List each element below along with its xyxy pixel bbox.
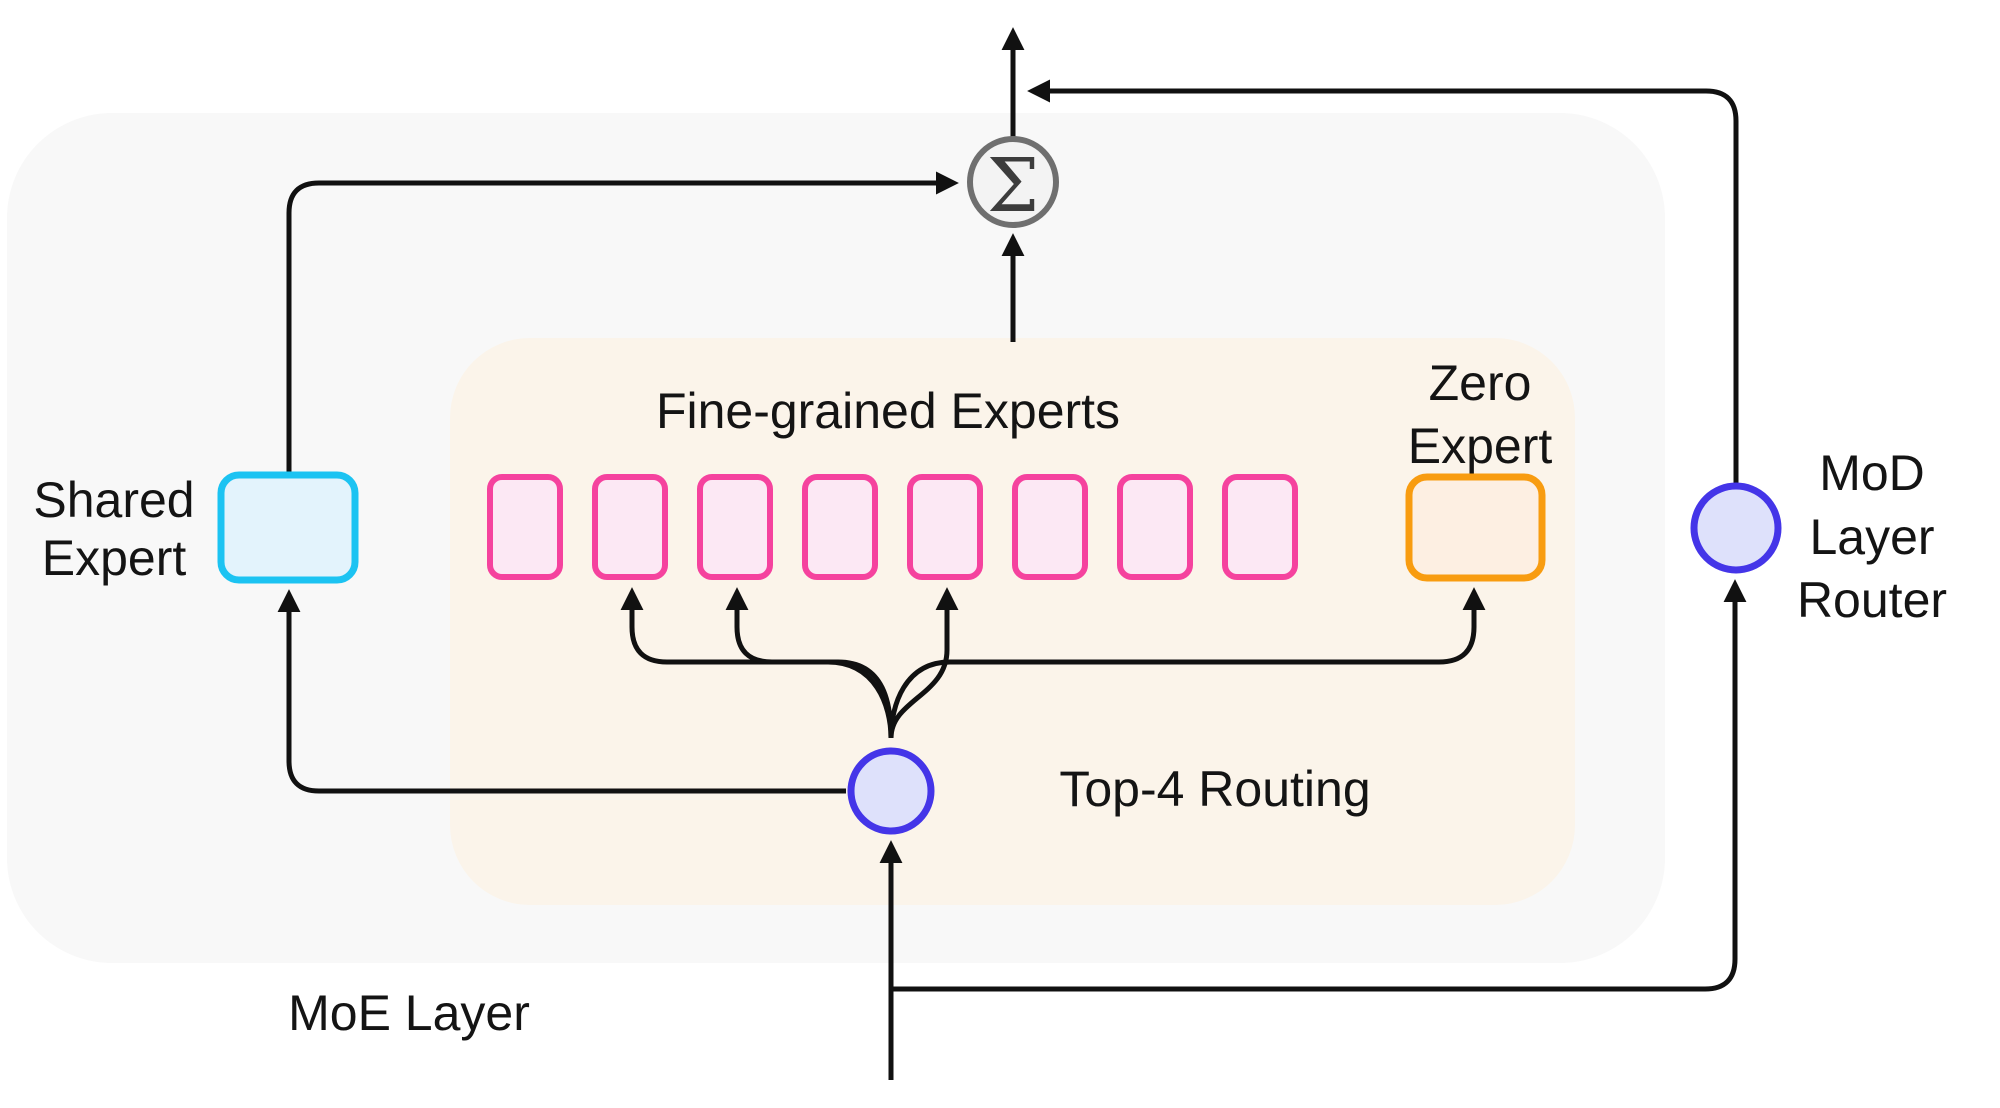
zero-expert-label-line2: Expert [1408, 418, 1553, 474]
zero-expert-box [1405, 473, 1546, 582]
fine-grained-expert-box-4 [802, 474, 878, 580]
fine-grained-expert-box-2 [592, 474, 668, 580]
moe-layer-label: MoE Layer [288, 985, 530, 1041]
fine-grained-experts-row [487, 474, 1298, 580]
shared-expert-box [217, 471, 359, 584]
fine-grained-expert-box-3 [697, 474, 773, 580]
routing-arrow-expert-3 [725, 587, 894, 739]
fine-grained-expert-box-8 [1222, 474, 1298, 580]
shared-to-sum-arrow [286, 171, 959, 476]
zero-expert-label-line1: Zero [1429, 355, 1532, 411]
mod-branch-arrow [891, 579, 1747, 992]
sum-node [967, 136, 1059, 228]
mod-router-node [1690, 482, 1782, 574]
router-to-shared-arrow [277, 589, 846, 794]
shared-expert-label-line1: Shared [33, 472, 194, 528]
mod-router-label-line3: Router [1797, 572, 1947, 628]
top4-routing-label: Top-4 Routing [1059, 761, 1370, 817]
fine-grained-expert-box-7 [1117, 474, 1193, 580]
shared-expert-label-line2: Expert [42, 530, 187, 586]
mod-feedback-arrow [1027, 79, 1739, 487]
sum-symbol: Σ [987, 143, 1039, 229]
fine-grained-expert-box-6 [1012, 474, 1088, 580]
fine-grained-experts-label: Fine-grained Experts [656, 383, 1120, 439]
routing-arrow-zero-expert [888, 587, 1486, 739]
fine-grained-expert-box-1 [487, 474, 563, 580]
mod-router-label-line2: Layer [1809, 509, 1934, 565]
mod-router-label-line1: MoD [1819, 445, 1925, 501]
top4-router-node [847, 747, 935, 835]
fine-grained-expert-box-5 [907, 474, 983, 580]
